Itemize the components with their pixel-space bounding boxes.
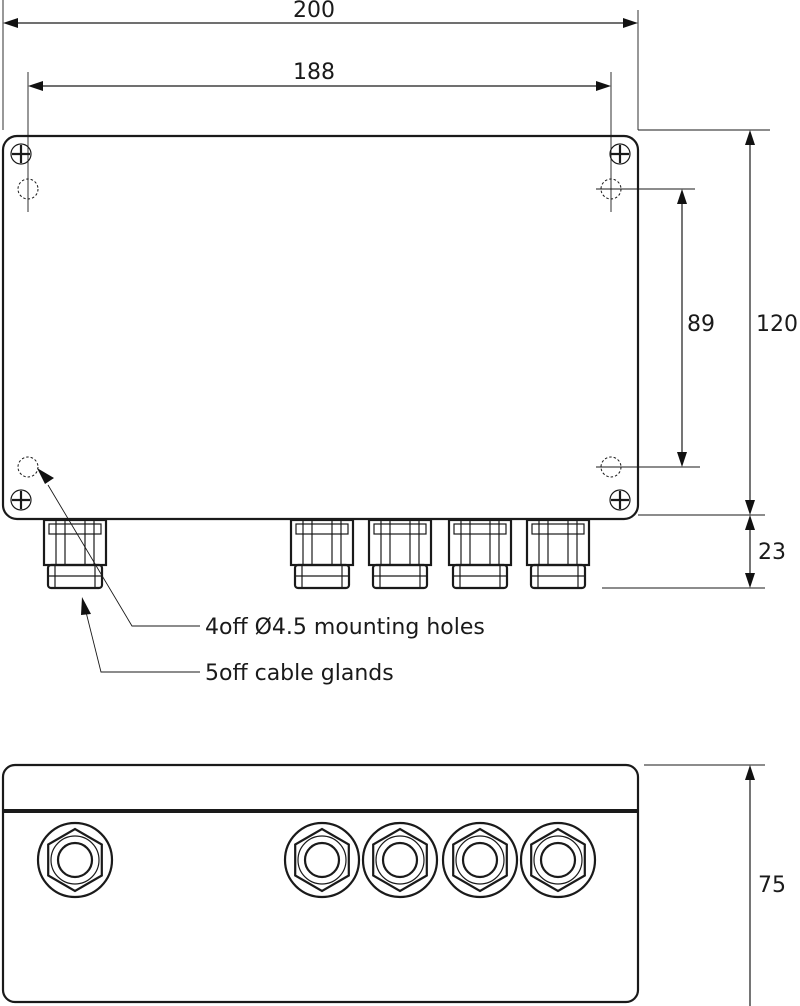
dimension-overall-height: 120 (638, 130, 798, 516)
mounting-hole-bottom-left (17, 456, 39, 478)
callout-label-cable-glands: 5off cable glands (205, 661, 394, 686)
cable-gland-profile-4 (447, 518, 513, 590)
cable-gland-face-2 (283, 821, 361, 899)
dimension-label-188: 188 (293, 60, 335, 85)
cable-gland-faces (36, 821, 597, 899)
side-view (1, 763, 640, 1004)
dimension-label-120: 120 (756, 312, 798, 337)
dimension-label-200: 200 (293, 0, 335, 23)
cable-gland-profile-2 (289, 518, 355, 590)
dimension-gland-projection: 23 (602, 515, 786, 589)
callout-cable-glands: 5off cable glands (81, 597, 394, 686)
dimension-label-75: 75 (758, 873, 786, 898)
cable-gland-profile-5 (525, 518, 591, 590)
side-view-enclosure-outline (1, 763, 640, 1004)
top-view-enclosure-outline (1, 134, 640, 521)
lid-screw-bottom-left (10, 489, 32, 511)
dimension-hole-spacing-height: 89 (677, 189, 715, 467)
callout-mounting-holes: 4off Ø4.5 mounting holes (37, 468, 485, 640)
cable-gland-profiles (42, 518, 591, 590)
cable-gland-profile-1 (42, 518, 108, 590)
cable-gland-face-3 (361, 821, 439, 899)
dimension-depth: 75 (644, 764, 786, 1006)
dimension-hole-spacing-width: 188 (28, 60, 611, 91)
cable-gland-face-5 (519, 821, 597, 899)
lid-screw-bottom-right (609, 489, 631, 511)
cable-gland-face-4 (441, 821, 519, 899)
callout-label-mounting-holes: 4off Ø4.5 mounting holes (205, 615, 485, 640)
dimension-label-23: 23 (758, 540, 786, 565)
lid-screw-top-right (609, 143, 631, 165)
dimension-label-89: 89 (687, 312, 715, 337)
lid-screw-top-left (10, 143, 32, 165)
top-view (1, 72, 700, 590)
dimension-overall-width: 200 (2, 0, 770, 131)
cable-gland-face-1 (36, 821, 114, 899)
cable-gland-profile-3 (367, 518, 433, 590)
